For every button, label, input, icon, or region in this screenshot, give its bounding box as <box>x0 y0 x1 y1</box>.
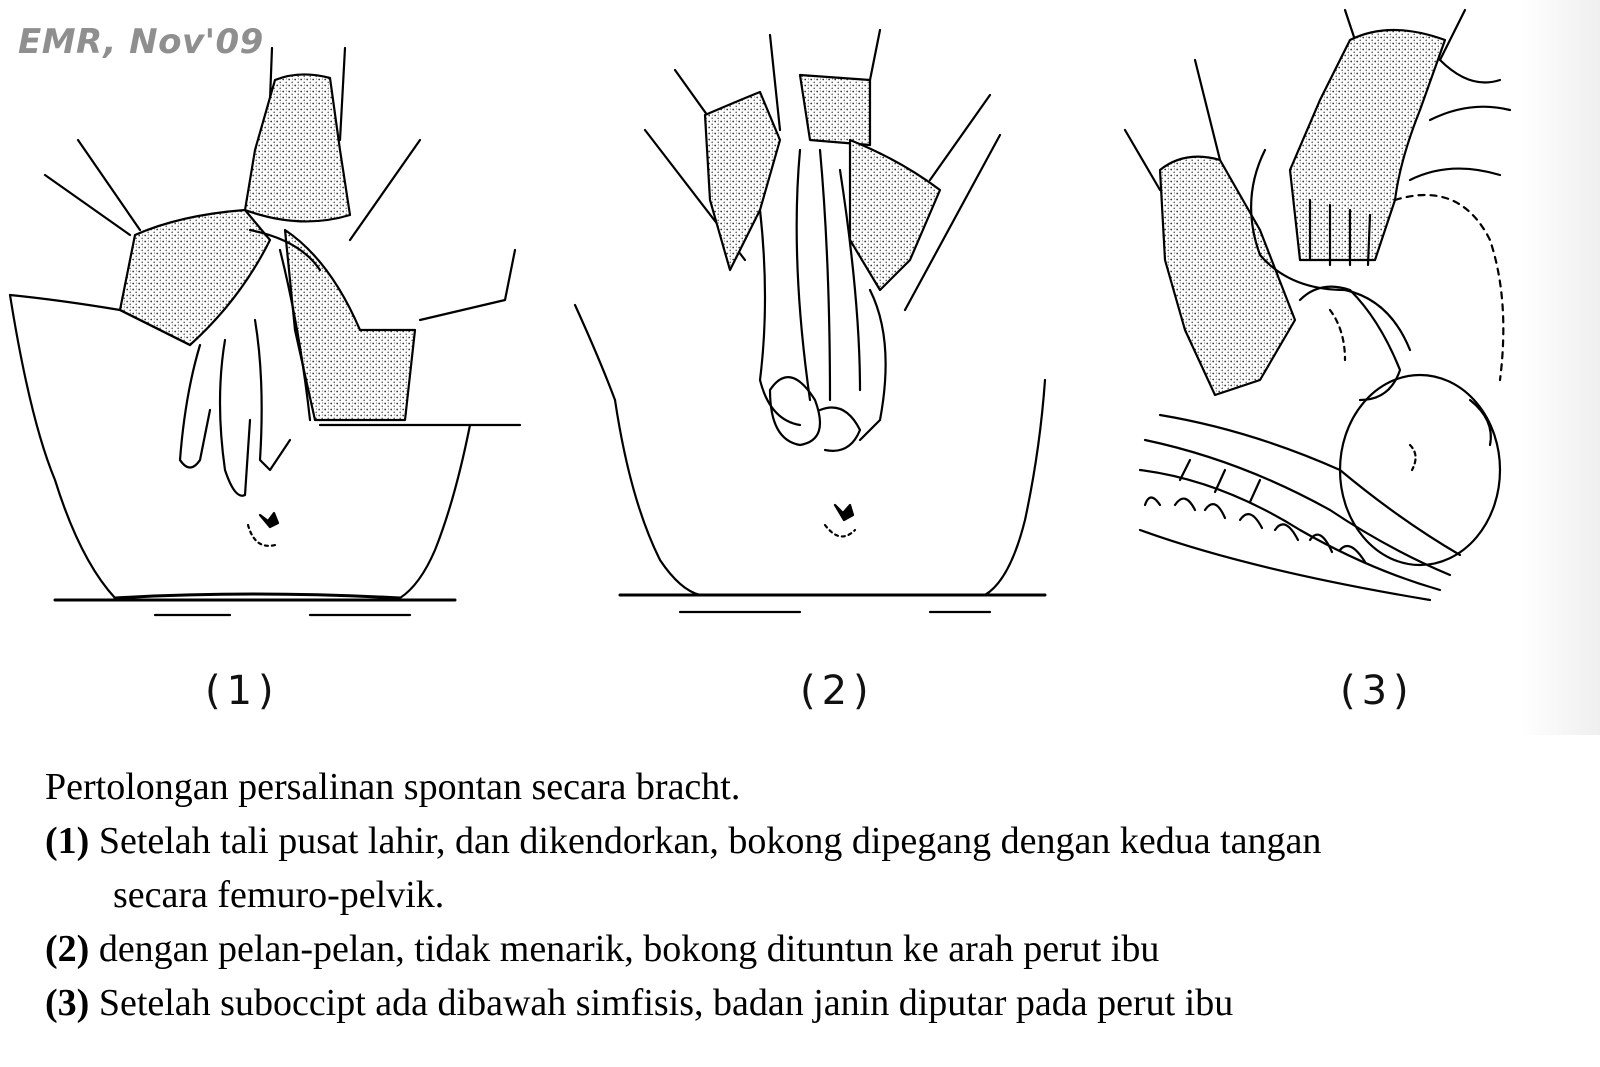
panel-label-3: (3) <box>1340 668 1415 714</box>
caption-item-2: (2) dengan pelan-pelan, tidak menarik, b… <box>45 922 1585 976</box>
panel-label-2: (2) <box>800 668 875 714</box>
scan-edge-shade <box>1520 0 1600 735</box>
watermark: EMR, Nov'09 <box>18 22 264 62</box>
caption-item-2-text: dengan pelan-pelan, tidak menarik, bokon… <box>98 928 1160 970</box>
panel-2-drawing <box>573 28 1047 614</box>
figure-caption: Pertolongan persalinan spontan secara br… <box>45 760 1585 1030</box>
caption-item-1-number: (1) <box>45 820 90 862</box>
caption-item-1-text: Setelah tali pusat lahir, dan dikendorka… <box>98 820 1322 862</box>
caption-item-1-continuation: secara femuro-pelvik. <box>113 874 445 916</box>
caption-item-3-text: Setelah suboccipt ada dibawah simfisis, … <box>98 982 1234 1024</box>
panel-label-1: (1) <box>205 668 280 714</box>
caption-item-2-number: (2) <box>45 928 90 970</box>
panel-3-drawing <box>1123 8 1512 602</box>
bracht-maneuver-illustration <box>8 8 1512 617</box>
caption-title: Pertolongan persalinan spontan secara br… <box>45 766 741 808</box>
illustration-svg <box>8 8 1512 617</box>
panel-1-drawing <box>8 46 522 617</box>
caption-item-1: (1) Setelah tali pusat lahir, dan dikend… <box>45 814 1585 922</box>
caption-item-3: (3) Setelah suboccipt ada dibawah simfis… <box>45 976 1585 1030</box>
caption-item-3-number: (3) <box>45 982 90 1024</box>
